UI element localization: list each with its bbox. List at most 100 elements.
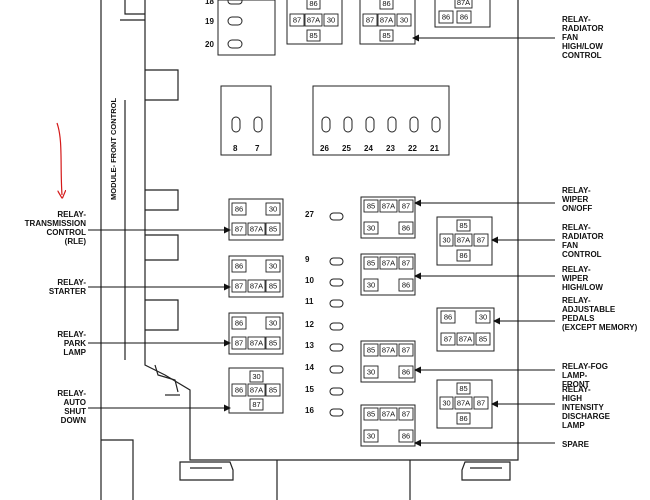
fuse-number: 7 — [255, 144, 260, 153]
svg-text:85: 85 — [367, 410, 375, 419]
relay-pin: 86 — [398, 278, 414, 292]
svg-text:87A: 87A — [457, 399, 470, 408]
relay-pin: 87 — [398, 256, 414, 270]
callout-line: CONTROL — [562, 250, 602, 259]
fuse-slot — [365, 116, 375, 133]
fuse-slot — [431, 116, 441, 133]
fuse-number: 15 — [305, 385, 314, 394]
relay-pin: 86 — [231, 383, 247, 397]
relay-pin: 87A — [379, 256, 398, 270]
callout-line: RELAY- — [57, 389, 86, 398]
fuse-column — [329, 212, 344, 417]
relay-pin: 85 — [363, 199, 379, 213]
fuse-slot — [329, 365, 344, 374]
callout-line: (EXCEPT MEMORY) — [562, 323, 638, 332]
callout-line: LAMP — [562, 421, 585, 430]
callout-line: PARK — [63, 339, 86, 348]
fuse-number: 22 — [408, 144, 417, 153]
fuse-number: 21 — [430, 144, 439, 153]
callout-line: STARTER — [48, 287, 86, 296]
relay-pin: 85 — [363, 407, 379, 421]
relay-pin: 86 — [231, 316, 247, 330]
svg-text:85: 85 — [309, 31, 317, 40]
fuse-number: 10 — [305, 276, 314, 285]
relay-pin: 30 — [439, 396, 454, 410]
callout-line: HIGH — [562, 394, 582, 403]
relay-pin: 87 — [362, 13, 378, 27]
svg-text:87: 87 — [402, 202, 410, 211]
svg-text:30: 30 — [367, 281, 375, 290]
svg-text:30: 30 — [442, 236, 450, 245]
relay-pin: 86 — [456, 10, 472, 24]
relay-pin: 87 — [398, 407, 414, 421]
svg-text:87A: 87A — [250, 339, 263, 348]
relay-pin: 86 — [231, 259, 247, 273]
svg-text:86: 86 — [402, 368, 410, 377]
fuse-number: 27 — [305, 210, 314, 219]
callout-line: CONTROL — [562, 51, 602, 60]
callout-line: AUTO — [63, 398, 86, 407]
svg-text:30: 30 — [269, 319, 277, 328]
svg-text:87: 87 — [366, 16, 374, 25]
relay-pin: 87 — [231, 222, 247, 236]
svg-text:87: 87 — [235, 339, 243, 348]
callout-line: RELAY- — [57, 210, 86, 219]
svg-text:86: 86 — [235, 262, 243, 271]
relay-pin: 30 — [363, 365, 379, 379]
fuse-number: 24 — [364, 144, 373, 153]
relay-pin: 87A — [247, 383, 266, 397]
svg-text:87: 87 — [402, 346, 410, 355]
relay-pin: 85 — [265, 279, 281, 293]
relay-pin: 86 — [438, 10, 454, 24]
relay-pin: 86 — [398, 429, 414, 443]
fuse-number: 16 — [305, 406, 314, 415]
relay-pin: 30 — [363, 221, 379, 235]
relay-pin: 85 — [306, 29, 321, 42]
callout-line: RADIATOR — [562, 232, 604, 241]
relay-pin: 85 — [265, 222, 281, 236]
svg-text:86: 86 — [444, 313, 452, 322]
relay-pin: 86 — [379, 0, 394, 10]
svg-text:86: 86 — [402, 432, 410, 441]
relay-pin: 30 — [363, 429, 379, 443]
svg-text:87: 87 — [402, 410, 410, 419]
callout-line: FAN — [562, 241, 578, 250]
callout-line: RELAY- — [562, 265, 591, 274]
svg-text:87: 87 — [477, 236, 485, 245]
fuse-slot — [329, 278, 344, 287]
svg-text:86: 86 — [459, 414, 467, 423]
svg-text:85: 85 — [459, 384, 467, 393]
callout-line: RELAY-FOG — [562, 362, 608, 371]
svg-text:85: 85 — [367, 346, 375, 355]
fuse-number: 20 — [205, 40, 214, 49]
callout-line: WIPER — [562, 274, 589, 283]
relay-pin: 30 — [396, 13, 412, 27]
fuse-pair-block — [220, 85, 272, 156]
callout-line: RELAY- — [562, 223, 591, 232]
fuse-number: 12 — [305, 320, 314, 329]
svg-text:86: 86 — [382, 0, 390, 8]
svg-text:87A: 87A — [457, 0, 470, 7]
svg-text:86: 86 — [235, 386, 243, 395]
relay-pin: 86 — [398, 365, 414, 379]
svg-text:87A: 87A — [457, 236, 470, 245]
svg-text:86: 86 — [459, 251, 467, 260]
relay-pin: 87A — [454, 396, 473, 410]
svg-text:87: 87 — [252, 400, 260, 409]
relay-pin: 87A — [379, 343, 398, 357]
relay-pin: 85 — [456, 382, 471, 395]
relay-pin: 87 — [289, 13, 305, 27]
svg-text:85: 85 — [367, 202, 375, 211]
